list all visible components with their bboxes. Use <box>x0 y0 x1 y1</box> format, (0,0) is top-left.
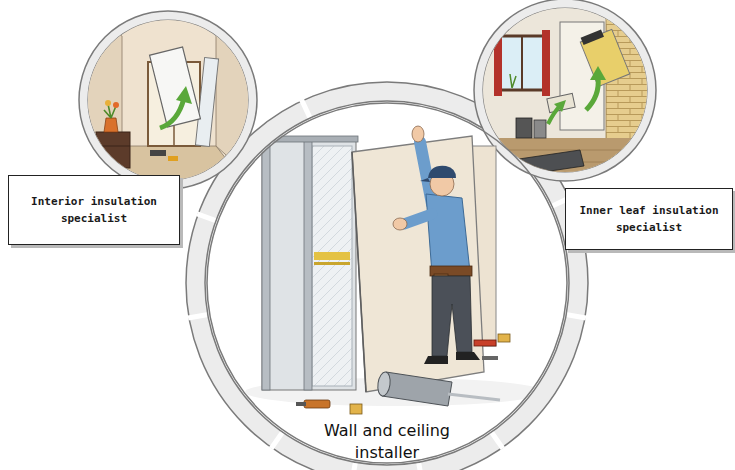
installer-scene-part <box>448 394 500 400</box>
inner-leaf-scene-part-part <box>580 29 630 86</box>
worker-figure-part <box>393 218 407 230</box>
installer-scene-part <box>350 404 362 414</box>
inner-leaf-scene-part-part <box>548 106 560 124</box>
inner-leaf-scene-part-part <box>586 78 598 110</box>
main-ring-part-part <box>352 463 355 470</box>
interior-scene-part-part <box>150 150 166 156</box>
circle-outline <box>207 103 567 463</box>
main-ring-part-part <box>271 433 282 449</box>
installer-scene-part <box>352 136 484 392</box>
inner-leaf-scene-part-part <box>581 29 604 45</box>
installer-scene-part <box>376 371 391 396</box>
inner-leaf-scene-part-part <box>534 120 546 138</box>
inner-leaf-scene-part-part <box>554 100 566 112</box>
interior-scene-part-part <box>105 100 111 106</box>
main-ring-part-part <box>567 315 586 318</box>
worker-figure-part <box>424 356 448 364</box>
installer-scene-part <box>262 140 356 390</box>
main-ring-part-part <box>492 433 503 449</box>
inner-leaf-scene-part-part <box>480 138 652 180</box>
worker-figure-part <box>428 166 456 178</box>
inner-leaf-scene-part-part <box>494 30 502 96</box>
installer-scene-part <box>482 356 498 360</box>
installer-scene-part <box>296 402 306 406</box>
interior-scene-part-part <box>150 47 201 127</box>
main-ring-part-part <box>302 100 310 117</box>
installer-scene-part <box>312 146 352 386</box>
installer-scene-part <box>314 252 350 260</box>
interior-scene-part-part <box>176 86 192 104</box>
main-ring-part-part <box>197 214 215 220</box>
circle-outline <box>206 102 568 464</box>
installer-scene-part <box>474 340 496 346</box>
inner-leaf-scene-part-part <box>521 36 523 90</box>
inner-leaf-scene <box>474 0 656 181</box>
inner-leaf-scene-part-part <box>510 74 516 88</box>
installer-scene-part <box>314 262 350 265</box>
interior-scene-part-part <box>168 156 178 161</box>
inner-leaf-scene-part-part <box>509 160 519 176</box>
inner-leaf-scene-part <box>474 0 656 181</box>
worker-figure-part <box>412 126 424 142</box>
installer-scene-part <box>262 140 270 390</box>
inner-leaf-scene-part-part <box>500 36 544 90</box>
role-label-box: Interior insulation specialist <box>8 175 180 245</box>
interior-scene-part-part <box>104 118 118 132</box>
installer-scene-part <box>352 152 366 392</box>
installer-scene-part <box>498 334 510 342</box>
interior-scene-part-part <box>195 58 218 147</box>
worker-figure-part <box>426 194 470 274</box>
role-circle: Wall and ceiling installer <box>206 102 568 464</box>
role-label: Interior insulation specialist <box>19 193 169 227</box>
worker-figure-part <box>456 352 480 360</box>
main-ring-part <box>205 101 569 465</box>
worker-figure-part <box>404 214 432 224</box>
installer-scene-part <box>382 372 452 406</box>
interior-scene-part-part <box>113 102 119 108</box>
role-label: Inner leaf insulation specialist <box>576 202 722 236</box>
inner-leaf-scene-part-part <box>516 118 532 138</box>
inner-leaf-scene-part-part <box>547 93 575 112</box>
installer-scene <box>245 126 545 414</box>
interior-scene-part-part <box>96 146 130 147</box>
worker-figure-part <box>432 276 472 356</box>
inner-leaf-scene-part-part <box>590 66 606 80</box>
inner-leaf-scene-part <box>480 0 652 180</box>
installer-scene-part <box>304 140 312 390</box>
role-title: Wall and ceiling installer <box>302 420 472 465</box>
interior-scene-part <box>86 10 258 200</box>
inner-leaf-scene-part-part <box>542 30 550 96</box>
worker-figure <box>393 126 480 364</box>
inner-leaf-scene-part-part <box>512 150 584 176</box>
main-ring-part-part <box>188 315 207 318</box>
interior-scene-part-part <box>160 98 184 128</box>
interior-scene-part-part <box>96 132 130 168</box>
main-ring-part-part <box>419 463 422 470</box>
installer-scene-part <box>304 400 330 408</box>
worker-figure-part <box>420 178 430 182</box>
interior-scene <box>79 10 258 200</box>
role-label-box: Inner leaf insulation specialist <box>565 188 733 250</box>
